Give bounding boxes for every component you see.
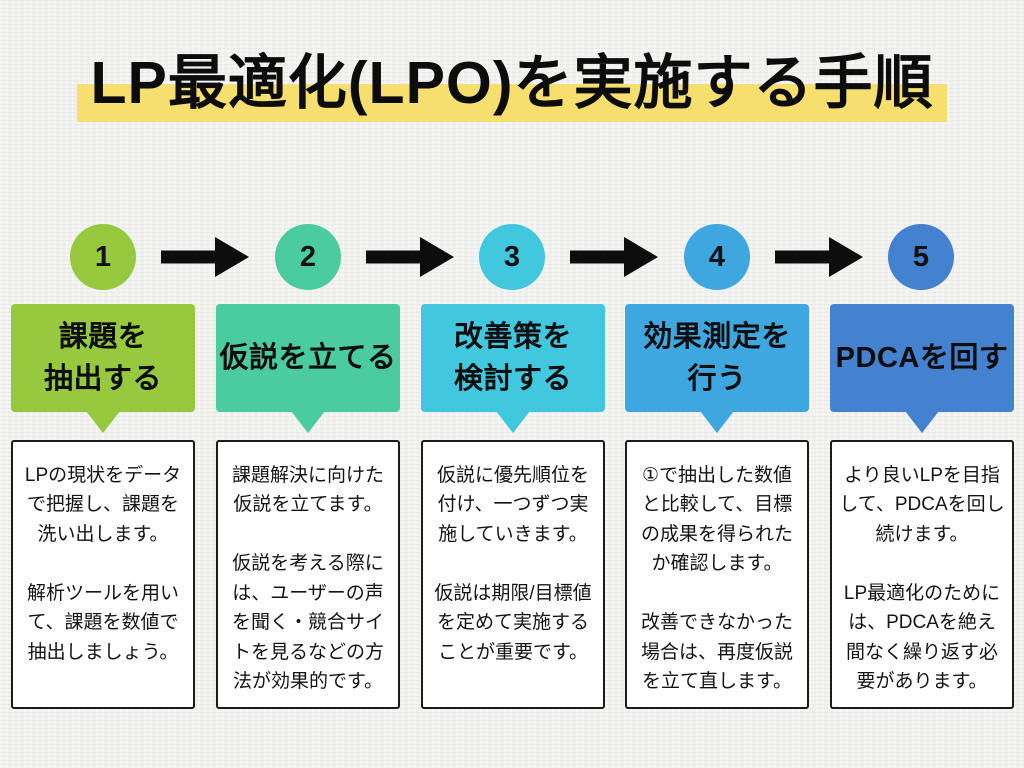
step-box-tail-1 [86,411,120,433]
step-description-box-5: より良いLPを目指して、PDCAを回し続けます。 LP最適化のためには、PDCA… [830,440,1014,709]
step-title-box-1: 課題を 抽出する [11,304,195,412]
step-number-5: 5 [912,240,930,273]
arrow-right-icon [366,237,454,277]
step-column-4: 効果測定を 行う ①で抽出した数値と比較して、目標の成果を得られたか確認します。… [625,304,809,709]
step-column-2: 仮説を立てる 課題解決に向けた仮説を立てます。 仮説を考える際には、ユーザーの声… [216,304,400,709]
step-box-tail-3 [496,411,530,433]
step-title-4: 効果測定を 行う [643,320,791,395]
step-description-4: ①で抽出した数値と比較して、目標の成果を得られたか確認します。 改善できなかった… [640,465,793,693]
step-column-5: PDCAを回す より良いLPを目指して、PDCAを回し続けます。 LP最適化のた… [830,304,1014,709]
step-number-4: 4 [708,240,726,273]
step-title-box-3: 改善策を 検討する [421,304,605,412]
step-number-2: 2 [299,240,317,273]
step-circle-2: 2 [275,224,341,290]
title-highlight-band [76,83,948,122]
step-column-1: 課題を 抽出する LPの現状をデータで把握し、課題を洗い出します。 解析ツールを… [11,304,195,709]
step-description-box-1: LPの現状をデータで把握し、課題を洗い出します。 解析ツールを用いて、課題を数値… [11,440,195,709]
step-box-tail-4 [700,411,734,433]
step-title-5: PDCAを回す [835,341,1009,374]
step-description-box-3: 仮説に優先順位を付け、一つずつ実施していきます。 仮説は期限/目標値を定めて実施… [421,440,605,709]
step-description-1: LPの現状をデータで把握し、課題を洗い出します。 解析ツールを用いて、課題を数値… [24,465,182,663]
step-circle-4: 4 [684,224,750,290]
arrow-right-icon [161,237,249,277]
step-title-box-4: 効果測定を 行う [625,304,809,412]
step-description-3: 仮説に優先順位を付け、一つずつ実施していきます。 仮説は期限/目標値を定めて実施… [434,465,592,663]
step-description-2: 課題解決に向けた仮説を立てます。 仮説を考える際には、ユーザーの声を聞く・競合サ… [231,465,384,693]
step-column-3: 改善策を 検討する 仮説に優先順位を付け、一つずつ実施していきます。 仮説は期限… [421,304,605,709]
step-title-3: 改善策を 検討する [453,320,572,395]
arrow-right-icon [775,237,863,277]
step-circle-5: 5 [888,224,954,290]
arrow-right-icon [570,237,658,277]
step-box-tail-5 [905,411,939,433]
page-title-inner: LP最適化(LPO)を実施する手順 [76,44,948,124]
step-number-1: 1 [94,240,112,273]
step-title-2: 仮説を立てる [219,341,397,374]
page-title-wrap: LP最適化(LPO)を実施する手順 [0,44,1024,124]
step-title-box-2: 仮説を立てる [216,304,400,412]
step-title-1: 課題を 抽出する [43,320,162,395]
step-description-box-4: ①で抽出した数値と比較して、目標の成果を得られたか確認します。 改善できなかった… [625,440,809,709]
step-description-5: より良いLPを目指して、PDCAを回し続けます。 LP最適化のためには、PDCA… [839,465,1005,693]
step-circle-1: 1 [70,224,136,290]
page-title: LP最適化(LPO)を実施する手順 [90,50,934,116]
step-box-tail-2 [291,411,325,433]
step-title-box-5: PDCAを回す [830,304,1014,412]
step-description-box-2: 課題解決に向けた仮説を立てます。 仮説を考える際には、ユーザーの声を聞く・競合サ… [216,440,400,709]
step-circle-3: 3 [479,224,545,290]
step-number-3: 3 [503,240,521,273]
